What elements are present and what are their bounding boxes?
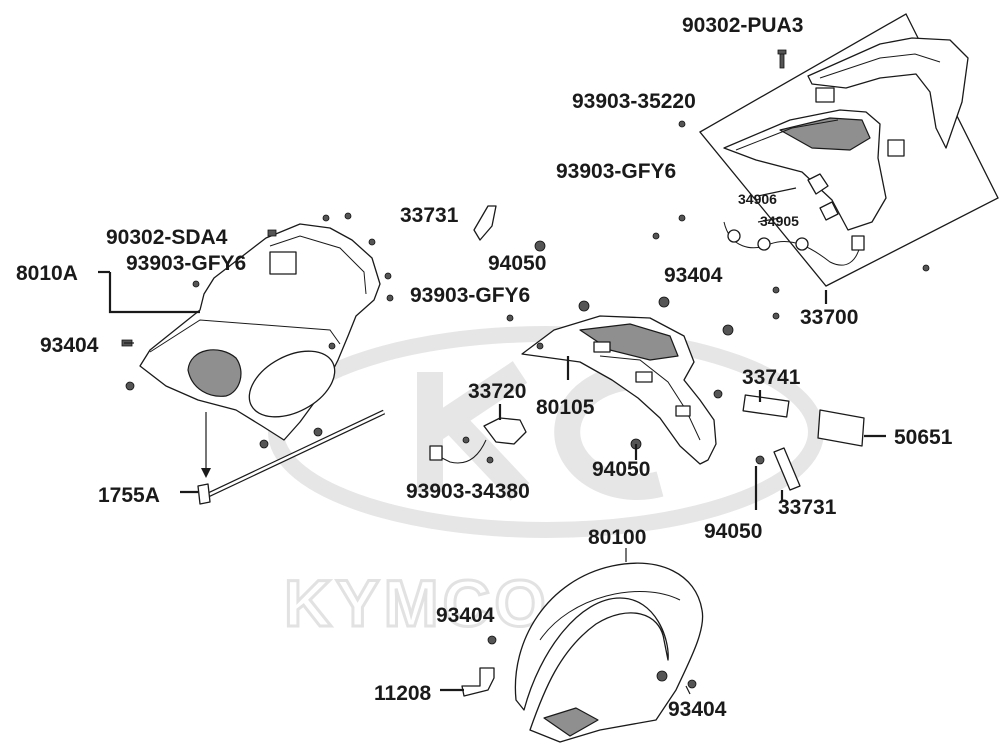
label-93903-gfy6-top: 93903-GFY6 xyxy=(556,160,676,183)
label-90302-pua3: 90302-PUA3 xyxy=(682,14,803,37)
inner-cover-8010a xyxy=(121,212,394,449)
label-33741: 33741 xyxy=(742,366,801,389)
bulb-34905-icon xyxy=(819,201,839,221)
label-80105: 80105 xyxy=(536,396,595,419)
front-fender-80100 xyxy=(461,562,704,743)
screw-93903-gfy6-icon xyxy=(678,214,686,222)
label-93404-right: 93404 xyxy=(664,264,723,287)
rod-1755a xyxy=(197,409,386,505)
label-8010a: 8010A xyxy=(16,262,78,285)
label-93404-bottom: 93404 xyxy=(668,698,727,721)
storage-opening xyxy=(248,350,336,418)
label-34905: 34905 xyxy=(760,213,799,229)
reflector-50651-icon xyxy=(817,409,865,447)
bulb-34906-icon xyxy=(807,173,829,195)
bolt-93404-bottom-icon xyxy=(687,679,697,689)
screw-90302-pua3-icon xyxy=(777,49,787,69)
nut-94050-right-icon xyxy=(755,455,765,465)
label-50651: 50651 xyxy=(894,426,953,449)
license-light-33720 xyxy=(429,417,527,464)
leader-lines xyxy=(98,187,886,695)
reflector-33731-low-icon xyxy=(773,447,801,491)
label-80100: 80100 xyxy=(588,526,646,549)
plate-33741-icon xyxy=(742,394,790,418)
rear-fender-80105 xyxy=(506,240,734,465)
label-33731-top: 33731 xyxy=(400,204,459,227)
nut-94050-icon xyxy=(534,240,546,252)
screw-93903-35220-icon xyxy=(678,120,686,128)
label-94050-mid: 94050 xyxy=(488,252,546,275)
cowl-clip-icon xyxy=(887,139,905,157)
reflector-33731-icon xyxy=(473,205,497,241)
label-1755a: 1755A xyxy=(98,484,160,507)
label-93903-34380: 93903-34380 xyxy=(406,480,530,503)
bracket-11208-icon xyxy=(461,667,495,697)
label-33720: 33720 xyxy=(468,380,526,403)
bolt-93404-icon xyxy=(578,300,590,312)
screw-90302-sda4-icon xyxy=(267,229,277,237)
tail-light-assembly xyxy=(652,13,999,320)
label-90302-sda4: 90302-SDA4 xyxy=(106,226,228,249)
label-94050-low: 94050 xyxy=(592,458,650,481)
bolt-93404-fender-icon xyxy=(487,635,497,645)
kymco-watermark: KYMCO xyxy=(268,326,824,642)
exploded-view-frame xyxy=(699,13,999,287)
label-93903-35220: 93903-35220 xyxy=(572,90,696,113)
label-33700: 33700 xyxy=(800,306,858,329)
label-93903-gfy6-mid: 93903-GFY6 xyxy=(410,284,530,307)
watermark-brand-text: KYMCO xyxy=(284,566,550,640)
part-labels: 90302-PUA3 93903-35220 93903-GFY6 34906 … xyxy=(16,14,953,721)
label-34906: 34906 xyxy=(738,191,777,207)
label-93404-left: 93404 xyxy=(40,334,99,357)
label-11208: 11208 xyxy=(374,682,432,705)
label-93404-fender: 93404 xyxy=(436,604,495,627)
screw-93903-gfy6-icon xyxy=(192,280,200,288)
cowl-clip-icon xyxy=(815,87,835,103)
label-33731-low: 33731 xyxy=(778,496,837,519)
label-94050-right: 94050 xyxy=(704,520,762,543)
rear-cowl-cover xyxy=(807,37,969,149)
label-93903-gfy6-left: 93903-GFY6 xyxy=(126,252,246,275)
